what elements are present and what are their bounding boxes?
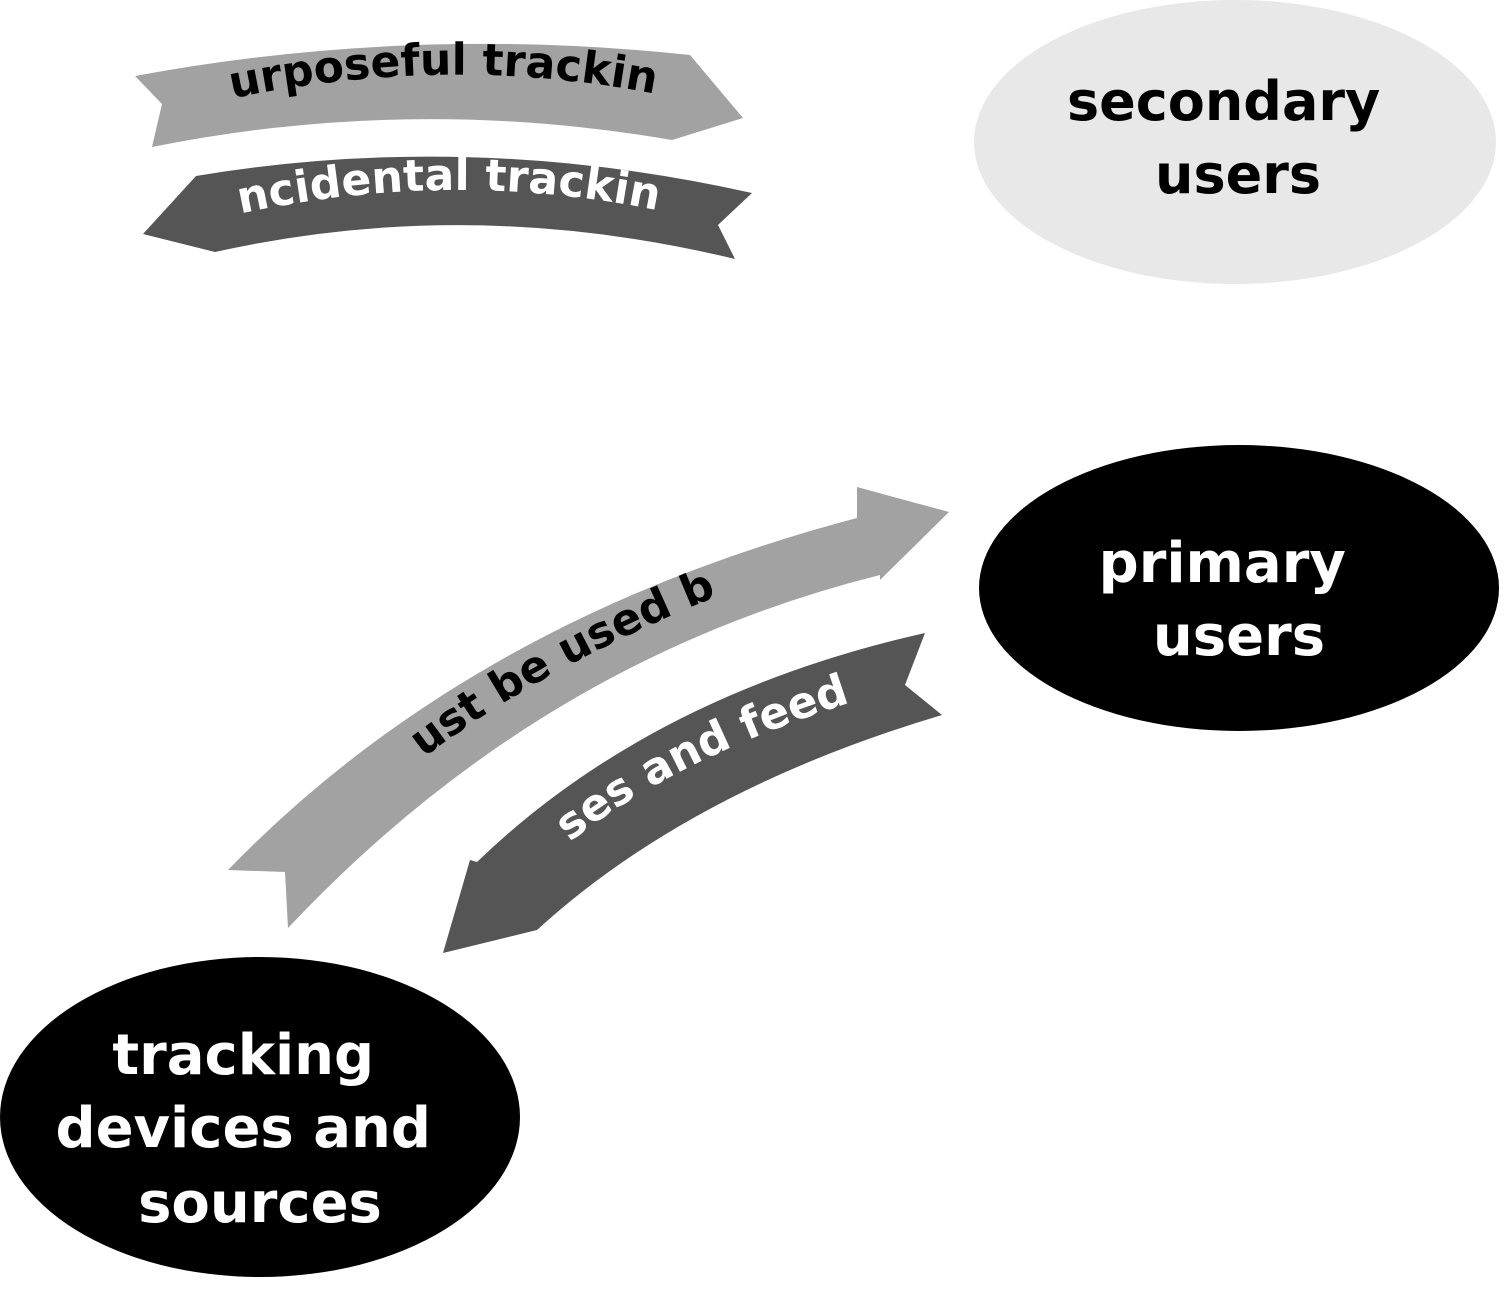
- secondary-users-ellipse: [974, 0, 1496, 284]
- tracking-sources-label: tracking devices and sources: [55, 1023, 450, 1236]
- incidental-tracking-arrow: [143, 156, 752, 259]
- purposeful-tracking-arrow: [135, 43, 743, 148]
- must-be-used-by-arrow: [228, 487, 949, 928]
- node-primary-users: primary users: [979, 445, 1499, 731]
- node-tracking-devices-and-sources: tracking devices and sources: [0, 957, 520, 1277]
- edge-uses-and-feeds: uses and feeds: [0, 0, 942, 953]
- primary-users-ellipse: [979, 445, 1499, 731]
- uses-and-feeds-arrow: [443, 633, 942, 953]
- legend-purposeful-tracking: purposeful tracking: [0, 0, 743, 148]
- tracking-sources-ellipse: [0, 957, 520, 1277]
- edge-must-be-used-by: must be used by: [0, 0, 949, 928]
- node-secondary-users: secondary users: [974, 0, 1496, 284]
- secondary-users-label: secondary users: [1067, 70, 1399, 206]
- primary-users-label: primary users: [1099, 531, 1366, 669]
